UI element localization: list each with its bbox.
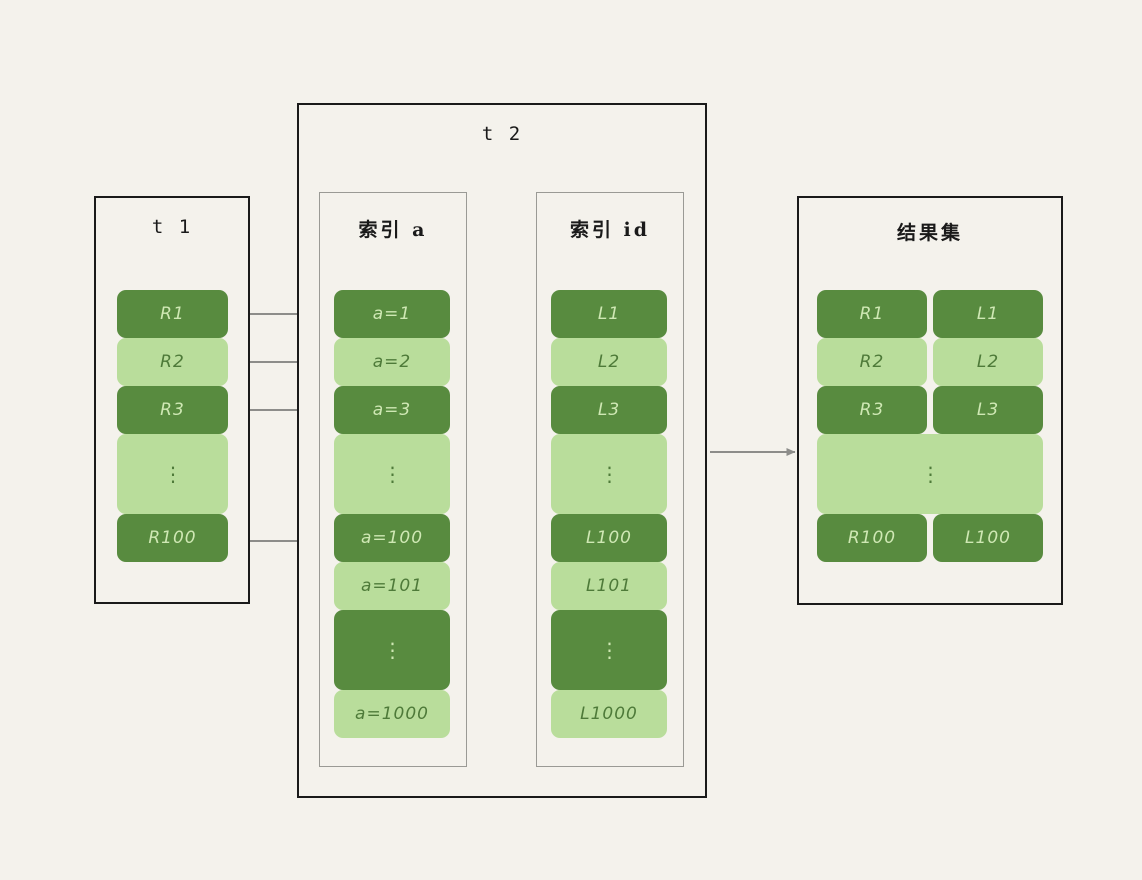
index-a-row-4[interactable]: a=100 — [334, 514, 450, 562]
result-row-4-left[interactable]: R100 — [817, 514, 927, 562]
index-id-row-0[interactable]: L1 — [551, 290, 667, 338]
index-a-title: 索引 a — [358, 219, 428, 241]
index-id-row-3-label: ⋮ — [597, 462, 622, 486]
index-id-title: 索引 id — [569, 219, 651, 241]
index-id-row-7-label: L1000 — [580, 704, 638, 724]
index-id-row-0-label: L1 — [597, 304, 621, 324]
result-set-title: 结果集 — [896, 222, 963, 244]
t1-row-0[interactable]: R1 — [117, 290, 228, 338]
result-row-0-right[interactable]: L1 — [933, 290, 1043, 338]
index-a-row-3[interactable]: ⋮ — [334, 434, 450, 514]
index-a-row-5[interactable]: a=101 — [334, 562, 450, 610]
index-a-row-7-label: a=1000 — [355, 704, 429, 724]
index-id-row-1-label: L2 — [597, 352, 621, 372]
result-row-0-right-label: L1 — [976, 304, 1000, 324]
result-row-4-right-label: L100 — [965, 528, 1011, 548]
index-a-row-4-label: a=100 — [360, 528, 424, 548]
result-row-4-right[interactable]: L100 — [933, 514, 1043, 562]
index-id-row-2-label: L3 — [597, 400, 621, 420]
result-row-2-left-label: R3 — [859, 400, 885, 420]
result-row-1-left[interactable]: R2 — [817, 338, 927, 386]
index-id-row-6[interactable]: ⋮ — [551, 610, 667, 690]
index-a-row-5-label: a=101 — [360, 576, 424, 596]
index-id-row-4[interactable]: L100 — [551, 514, 667, 562]
table-t2-title: t 2 — [481, 123, 523, 145]
index-id-row-1[interactable]: L2 — [551, 338, 667, 386]
index-a-row-1-label: a=2 — [372, 352, 412, 372]
t1-row-1[interactable]: R2 — [117, 338, 228, 386]
index-id-row-4-label: L100 — [586, 528, 632, 548]
index-a-row-7[interactable]: a=1000 — [334, 690, 450, 738]
result-row-1-right-label: L2 — [976, 352, 1000, 372]
t1-row-2-label: R3 — [160, 400, 185, 420]
index-a-row-6[interactable]: ⋮ — [334, 610, 450, 690]
t1-row-2[interactable]: R3 — [117, 386, 228, 434]
result-row-3-label: ⋮ — [918, 462, 943, 486]
index-id-row-5[interactable]: L101 — [551, 562, 667, 610]
result-row-1-left-label: R2 — [859, 352, 885, 372]
result-row-0-left[interactable]: R1 — [817, 290, 927, 338]
index-a-row-6-label: ⋮ — [380, 638, 405, 662]
t1-row-4[interactable]: R100 — [117, 514, 228, 562]
table-t1-title: t 1 — [151, 216, 193, 238]
index-id-row-6-label: ⋮ — [597, 638, 622, 662]
result-row-3[interactable]: ⋮ — [817, 434, 1043, 514]
t1-row-3-label: ⋮ — [161, 462, 185, 486]
index-a-row-2[interactable]: a=3 — [334, 386, 450, 434]
index-a-row-3-label: ⋮ — [380, 462, 405, 486]
result-row-2-right[interactable]: L3 — [933, 386, 1043, 434]
index-id-row-2[interactable]: L3 — [551, 386, 667, 434]
index-a-row-0-label: a=1 — [372, 304, 412, 324]
index-id-row-7[interactable]: L1000 — [551, 690, 667, 738]
index-a-row-1[interactable]: a=2 — [334, 338, 450, 386]
t1-row-1-label: R2 — [160, 352, 185, 372]
result-row-0-left-label: R1 — [859, 304, 885, 324]
result-row-2-left[interactable]: R3 — [817, 386, 927, 434]
index-a-row-0[interactable]: a=1 — [334, 290, 450, 338]
index-id-row-3[interactable]: ⋮ — [551, 434, 667, 514]
index-id-row-5-label: L101 — [586, 576, 632, 596]
result-row-2-right-label: L3 — [976, 400, 1000, 420]
t1-row-3[interactable]: ⋮ — [117, 434, 228, 514]
result-row-1-right[interactable]: L2 — [933, 338, 1043, 386]
index-a-row-2-label: a=3 — [372, 400, 412, 420]
result-row-4-left-label: R100 — [847, 528, 897, 548]
t1-row-0-label: R1 — [160, 304, 185, 324]
t1-row-4-label: R100 — [148, 528, 197, 548]
